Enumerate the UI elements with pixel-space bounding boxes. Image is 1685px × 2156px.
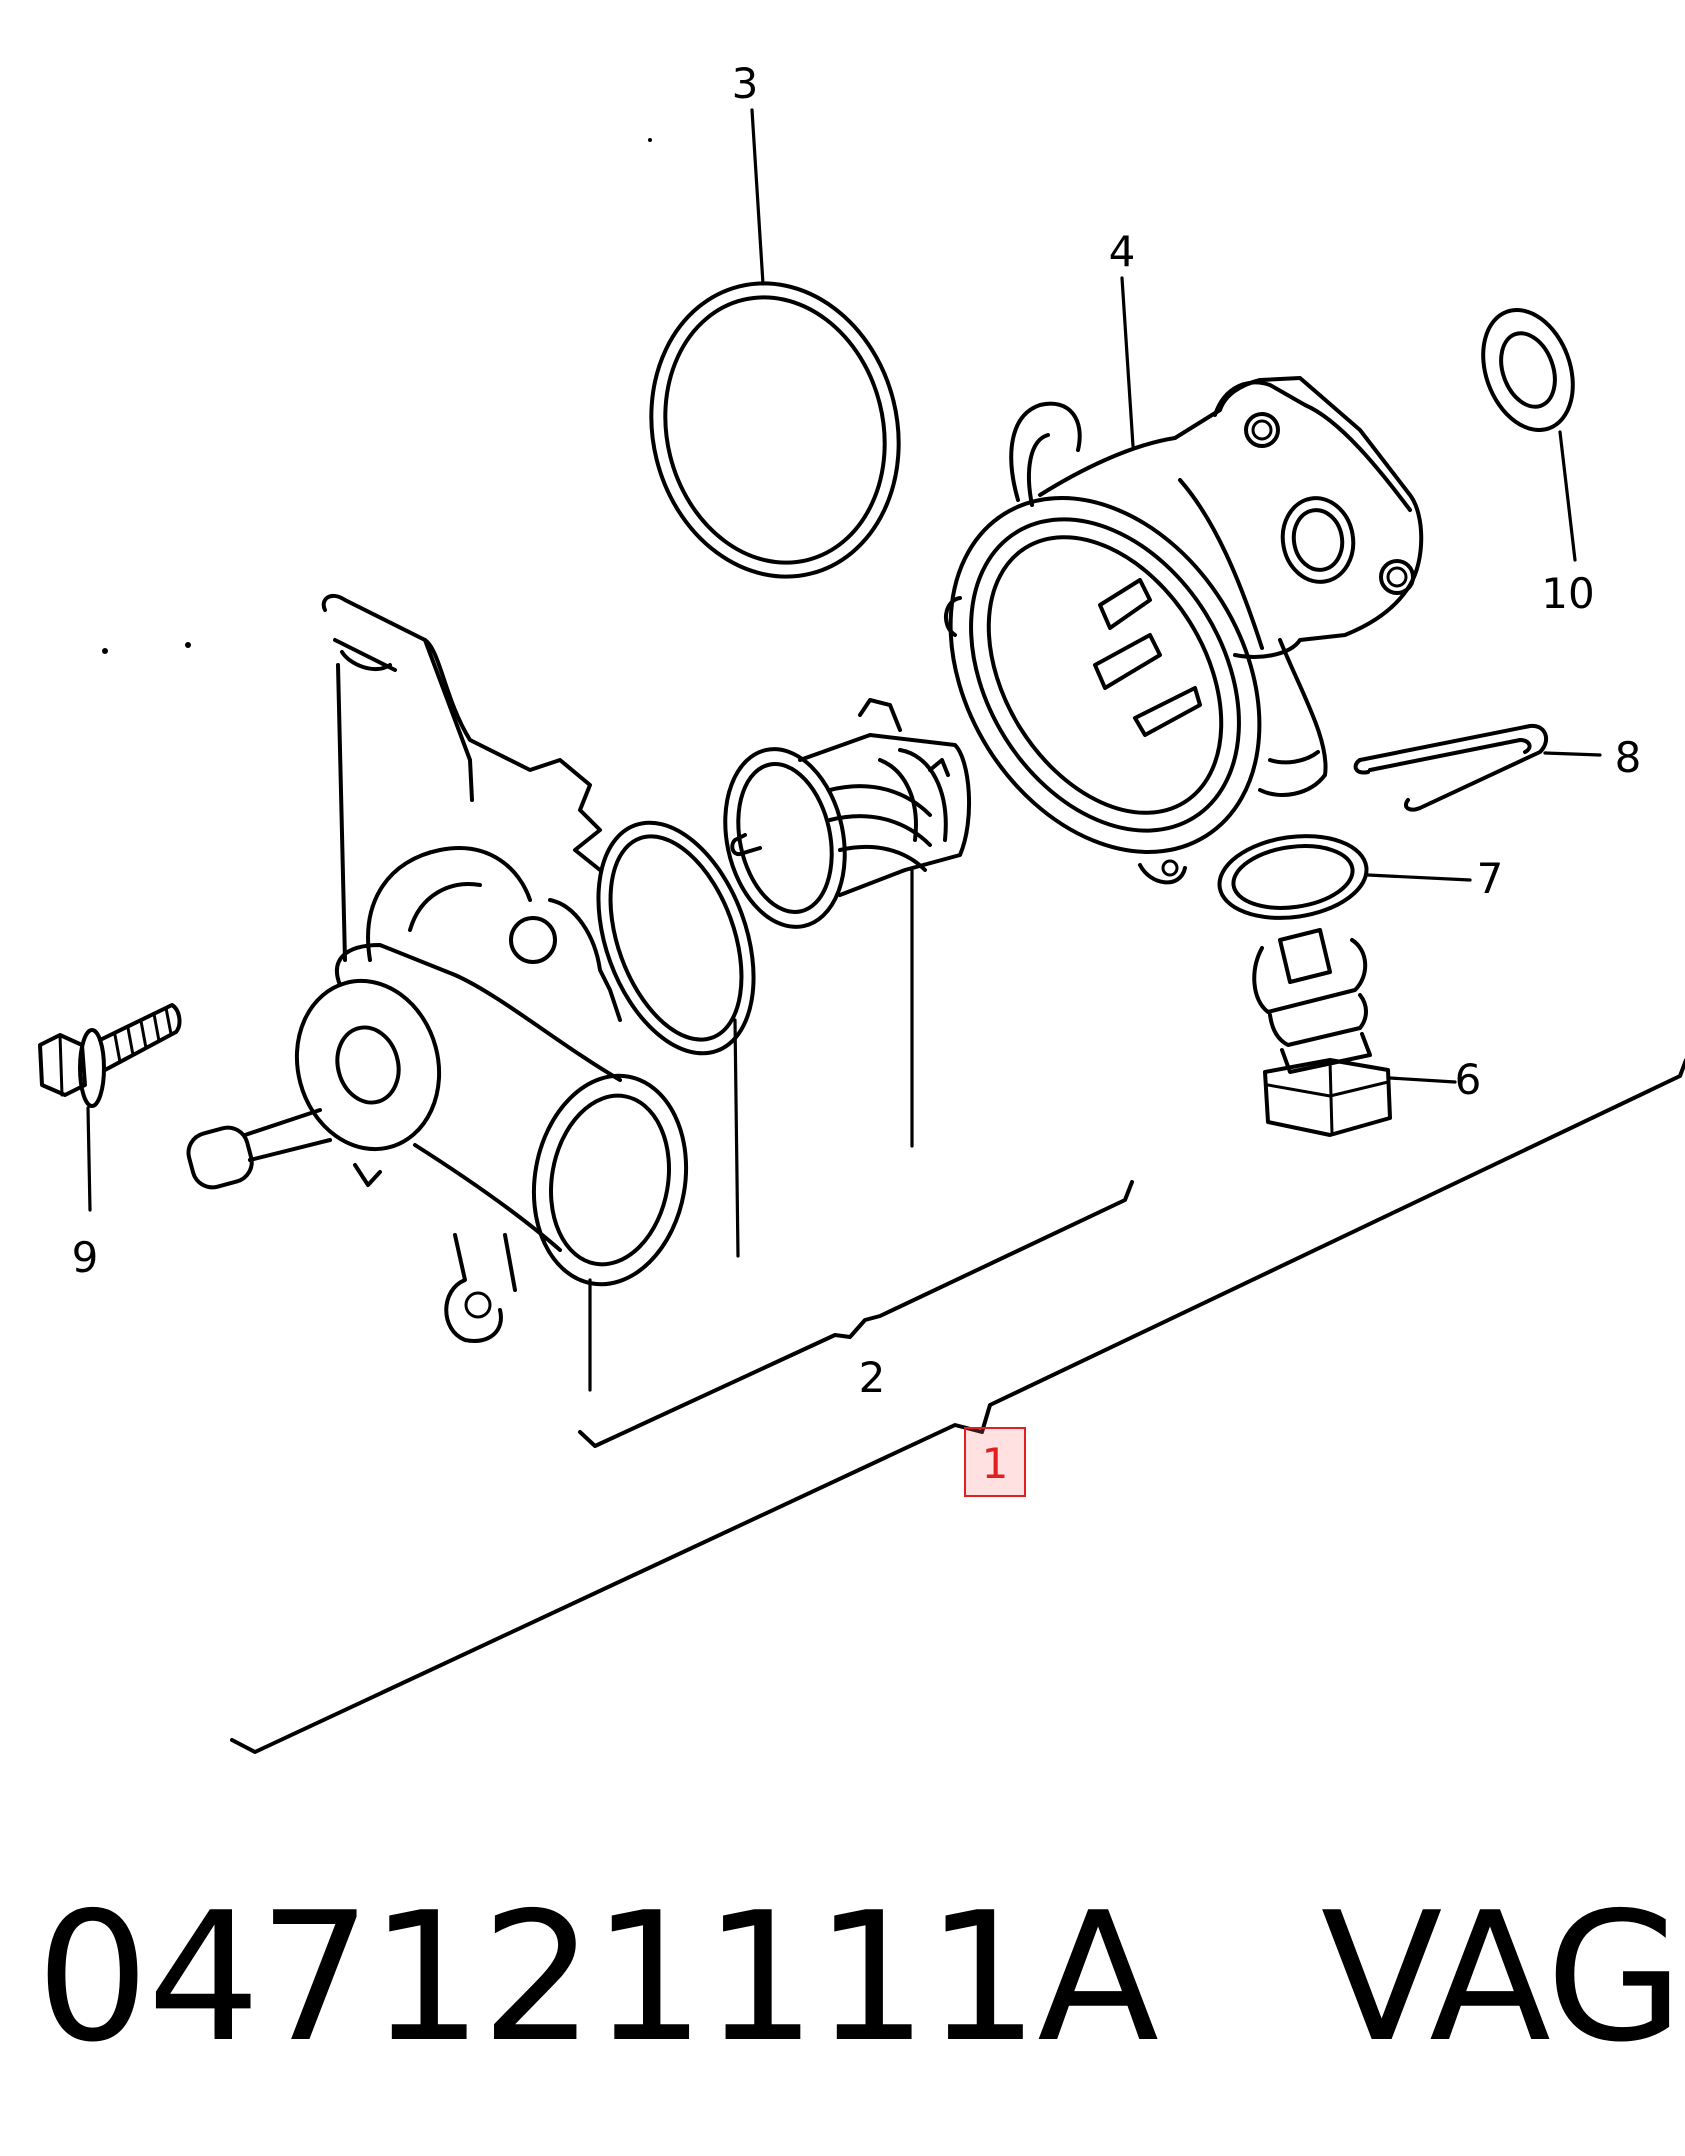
part-3-o-ring-large [649,281,901,579]
bracket-1 [230,1058,1685,1754]
leader-seal [733,1018,740,1258]
part-seal-ring [596,820,756,1056]
callout-2: 2 [859,1353,886,1402]
callout-4: 4 [1109,227,1136,276]
callout-1-highlight [964,1427,1026,1497]
leader-10 [1558,430,1577,562]
part-pipe-connector [186,593,689,1343]
exploded-parts-diagram: 3 4 10 8 7 6 9 2 1 [38,59,1685,1754]
scan-dot [648,138,652,142]
scan-dot [102,648,108,654]
part-number: 047121111A [36,1874,1159,2081]
callout-1: 1 [982,1439,1009,1488]
leader-9 [86,1106,92,1212]
callout-10: 10 [1541,569,1594,618]
leader-3 [750,108,765,286]
part-number-caption: 047121111A VAG [36,1888,1684,2068]
part-9-bolt [38,1003,182,1108]
part-6-temperature-sensor [1252,928,1392,1137]
leader-8 [1543,751,1602,757]
callout-9: 9 [72,1233,99,1282]
part-thermostat-insert [723,698,971,929]
callout-7: 7 [1477,854,1504,903]
callout-6: 6 [1455,1055,1482,1104]
leader-7 [1366,873,1472,882]
bracket-2 [578,1180,1134,1448]
callout-3: 3 [732,59,759,108]
part-8-retaining-clip [1353,723,1549,812]
scan-dot [185,642,191,648]
callout-8: 8 [1615,733,1642,782]
part-4-thermostat-housing [944,376,1424,885]
part-7-o-ring-small [1217,834,1369,920]
brand-name: VAG [1320,1874,1684,2081]
leader-6 [1388,1076,1457,1084]
leader-4 [1120,276,1135,448]
part-10-washer [1481,307,1575,433]
